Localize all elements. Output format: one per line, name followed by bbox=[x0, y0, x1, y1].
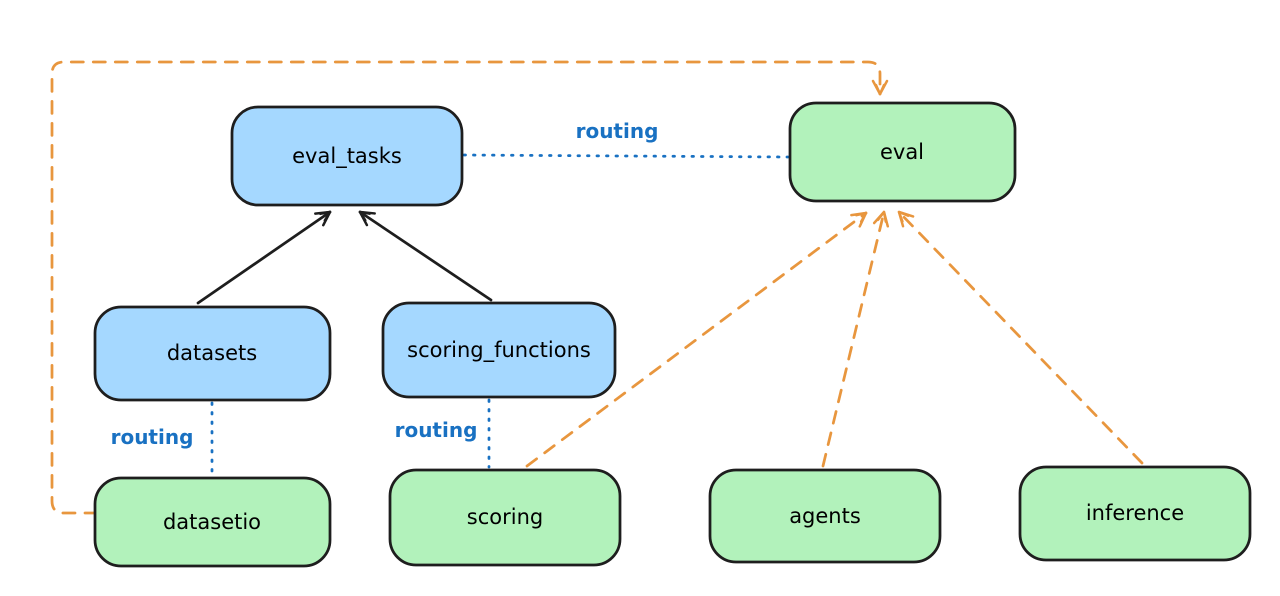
node-eval-tasks-box bbox=[230, 105, 464, 207]
node-eval-tasks-label: eval_tasks bbox=[292, 144, 402, 169]
node-scoring-functions: scoring_functions bbox=[381, 301, 617, 399]
edge-datasetio-to-eval-dashed bbox=[50, 60, 889, 515]
edge-agents-to-eval-dashed bbox=[821, 210, 890, 468]
edge-datasets-to-eval-tasks-arrow bbox=[196, 210, 332, 305]
node-scoring-functions-label: scoring_functions bbox=[407, 338, 591, 363]
node-eval: eval bbox=[788, 101, 1017, 203]
node-agents-box bbox=[708, 468, 942, 564]
node-inference: inference bbox=[1018, 465, 1252, 562]
node-agents-label: agents bbox=[789, 504, 861, 528]
edge-inference-to-eval-dashed bbox=[897, 210, 1144, 465]
routing-label-scoring-functions-scoring: routing bbox=[395, 418, 478, 442]
node-eval-tasks: eval_tasks bbox=[230, 105, 464, 207]
node-scoring-functions-box bbox=[381, 301, 617, 399]
node-datasetio-box bbox=[93, 476, 332, 568]
node-agents: agents bbox=[708, 468, 942, 564]
node-inference-label: inference bbox=[1086, 501, 1184, 525]
node-eval-label: eval bbox=[880, 140, 924, 164]
edge-routing-eval-tasks-eval bbox=[462, 153, 790, 159]
node-datasetio: datasetio bbox=[93, 476, 332, 568]
node-scoring-label: scoring bbox=[467, 505, 543, 529]
node-eval-box bbox=[788, 101, 1017, 203]
node-datasets-box bbox=[93, 305, 332, 402]
routing-label-datasets-datasetio: routing bbox=[111, 425, 194, 449]
edge-scoring-to-eval-dashed bbox=[525, 211, 868, 468]
edge-scoring-functions-to-eval-tasks-arrow bbox=[358, 210, 493, 302]
node-datasetio-label: datasetio bbox=[163, 510, 261, 534]
node-datasets-label: datasets bbox=[167, 341, 257, 365]
node-scoring-box bbox=[388, 468, 622, 567]
node-datasets: datasets bbox=[93, 305, 332, 402]
routing-label-eval-tasks-eval: routing bbox=[576, 119, 659, 143]
node-scoring: scoring bbox=[388, 468, 622, 567]
node-inference-box bbox=[1018, 465, 1252, 562]
